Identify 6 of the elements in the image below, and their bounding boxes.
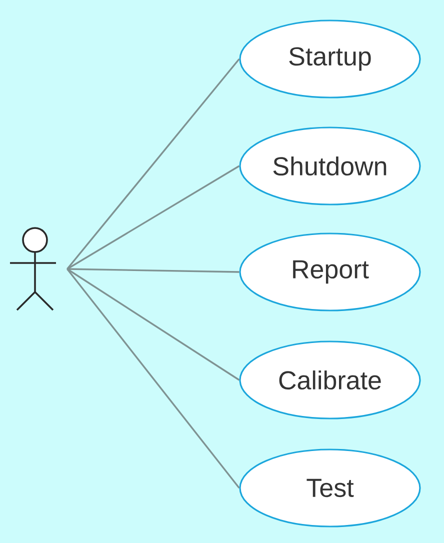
association-line — [66, 268, 240, 381]
association-line — [66, 165, 240, 270]
association-line — [66, 58, 240, 270]
association-line — [67, 268, 240, 273]
actor-figure — [10, 227, 56, 311]
association-line — [66, 268, 240, 489]
